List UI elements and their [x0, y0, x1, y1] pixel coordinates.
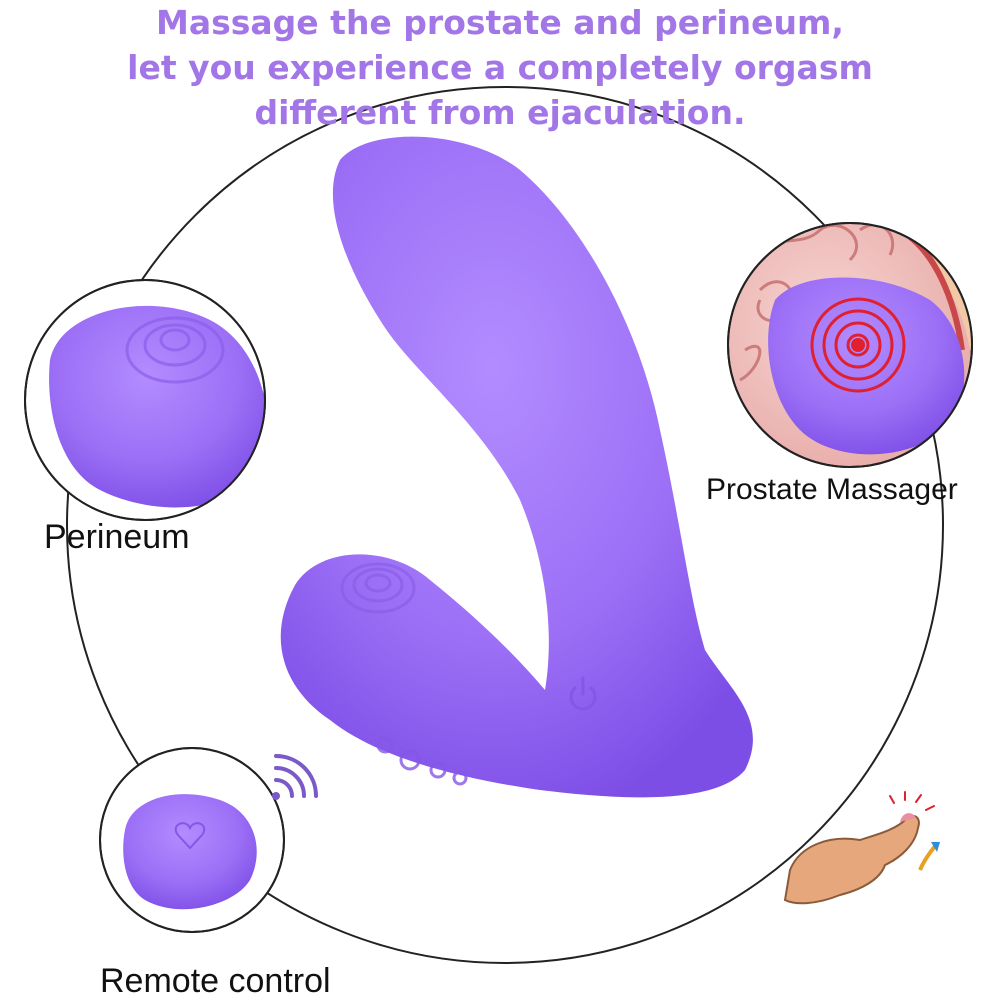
prostate-massager-label: Prostate Massager — [706, 473, 958, 506]
prostate-inset — [727, 222, 973, 468]
remote-control-label: Remote control — [100, 962, 331, 1000]
perineum-label: Perineum — [44, 518, 190, 556]
headline: Massage the prostate and perineum, let y… — [0, 0, 1000, 135]
background-circle — [66, 86, 944, 964]
perineum-inset — [24, 279, 266, 521]
headline-line-1: Massage the prostate and perineum, — [156, 3, 844, 42]
headline-line-3: different from ejaculation. — [254, 93, 746, 132]
finger-tap-icon — [783, 791, 940, 905]
power-icon — [569, 676, 597, 711]
headline-line-2: let you experience a completely orgasm — [127, 48, 873, 87]
wireless-signal-icon — [272, 754, 318, 800]
vibrator-product-image — [280, 136, 753, 798]
remote-inset — [99, 747, 285, 933]
